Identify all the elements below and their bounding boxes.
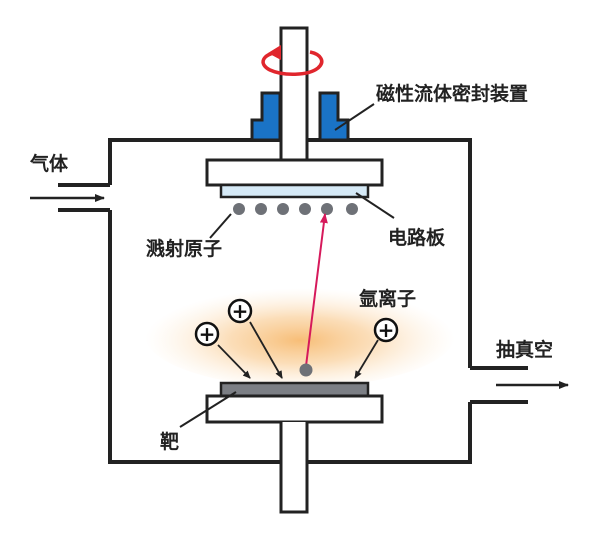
gas-label: 气体 [29, 152, 69, 175]
seal-leader-line [334, 103, 375, 131]
svg-text:+: + [199, 322, 216, 346]
svg-text:+: + [378, 318, 395, 342]
argon-ions-label: 氩离子 [358, 287, 416, 310]
ion-arrow-3 [354, 339, 379, 379]
atom [321, 203, 333, 215]
plus-circle-icon: + [194, 321, 220, 347]
ion-arrow-2 [249, 321, 283, 379]
atom [346, 203, 358, 215]
atom [255, 203, 267, 215]
board-leader-line [355, 192, 395, 219]
circuit-board [219, 183, 370, 199]
target [219, 381, 370, 398]
atom-trajectory-arrow [305, 213, 328, 367]
sputtered-atoms-label: 溅射原子 [146, 237, 222, 260]
plus-circle-icon: + [227, 298, 253, 324]
atom [233, 203, 245, 215]
target-holder [205, 394, 384, 424]
plasma-glow [145, 283, 455, 387]
vacuum-outlet-pipe [470, 366, 528, 404]
target-leader-line [179, 391, 237, 428]
magnetic-seal-label: 磁性流体密封装置 [376, 82, 528, 105]
target-label: 靶 [160, 430, 179, 453]
ejected-atom [299, 363, 313, 377]
bottom-shaft [279, 422, 309, 514]
atom [277, 203, 289, 215]
atoms-leader-line [209, 213, 232, 239]
atom [299, 203, 311, 215]
sputtered-atoms [233, 203, 358, 215]
plus-circle-icon: + [373, 317, 399, 343]
ion-arrow-1 [217, 344, 251, 379]
top-shaft [279, 26, 309, 165]
vacuum-label: 抽真空 [496, 338, 553, 361]
circuit-board-label: 电路板 [388, 226, 446, 249]
svg-text:+: + [232, 299, 249, 323]
rotation-arrow-icon [261, 45, 324, 76]
gas-inlet-pipe [58, 183, 110, 212]
substrate-holder [205, 158, 384, 187]
